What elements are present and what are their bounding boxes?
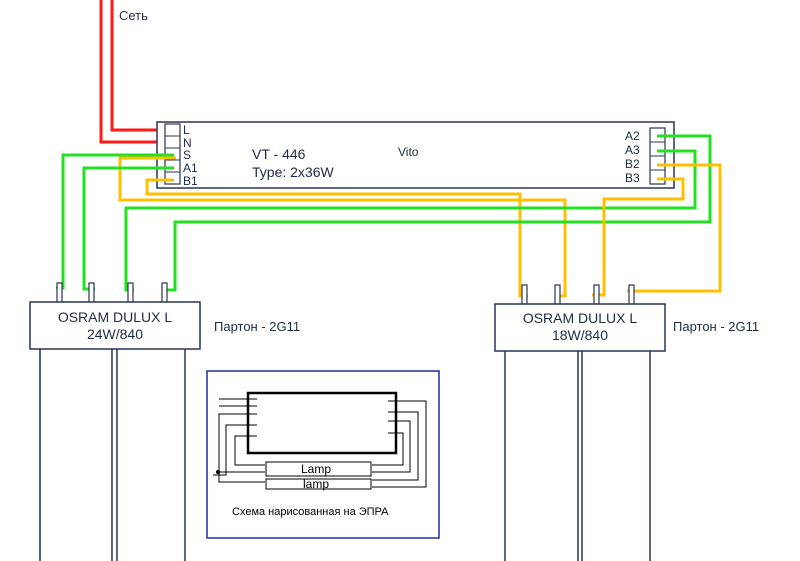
inset-schematic: Lamp lamp Схема нарисованная на ЭПРА xyxy=(206,370,440,539)
lamp2-name: OSRAM DULUX L xyxy=(523,310,638,326)
lamp2-pins xyxy=(521,284,635,306)
inset-lamp1 xyxy=(265,461,372,477)
lamp1-rating: 24W/840 xyxy=(87,326,143,342)
inset-lamp2-label: lamp xyxy=(303,477,329,491)
lamp2-tube xyxy=(504,351,651,561)
lamp1-name: OSRAM DULUX L xyxy=(58,309,173,325)
lamp1-socket-label: Партон - 2G11 xyxy=(214,319,300,334)
lamp1-tube xyxy=(39,349,186,561)
wire-B2 xyxy=(627,163,722,293)
wire-B3 xyxy=(592,177,685,297)
ballast-right-terminals xyxy=(649,127,666,185)
inset-lamp1-label: Lamp xyxy=(301,462,331,476)
ballast-model: VT - 446 xyxy=(252,146,306,162)
lamp1-pins xyxy=(56,282,168,304)
terminal-A2: A2 xyxy=(625,129,640,143)
terminal-L: L xyxy=(183,123,190,137)
ballast-brand: Vito xyxy=(398,145,419,159)
inset-lamp2 xyxy=(265,478,372,490)
wire-A3 xyxy=(124,149,697,292)
terminal-B3: B3 xyxy=(625,171,640,185)
wire-A2 xyxy=(163,134,712,292)
inset-caption: Схема нарисованная на ЭПРА xyxy=(232,506,389,518)
terminal-N: N xyxy=(183,136,192,150)
ballast-type: Type: 2x36W xyxy=(252,164,334,180)
wire-B1 xyxy=(145,178,528,298)
terminal-B1: B1 xyxy=(183,174,198,188)
lamp2-rating: 18W/840 xyxy=(552,327,608,343)
lamp2-socket-label: Партон - 2G11 xyxy=(673,319,759,334)
lamp2-socket xyxy=(494,303,666,352)
terminal-A3: A3 xyxy=(625,143,640,157)
terminal-B2: B2 xyxy=(625,157,640,171)
terminal-S: S xyxy=(183,148,191,162)
mains-label: Сеть xyxy=(119,8,148,23)
wire-S-loop xyxy=(118,156,567,298)
wire-mains-N xyxy=(99,0,182,144)
lamp1-socket xyxy=(29,301,201,350)
inset-ballast xyxy=(246,391,398,455)
terminal-A1: A1 xyxy=(183,161,198,175)
